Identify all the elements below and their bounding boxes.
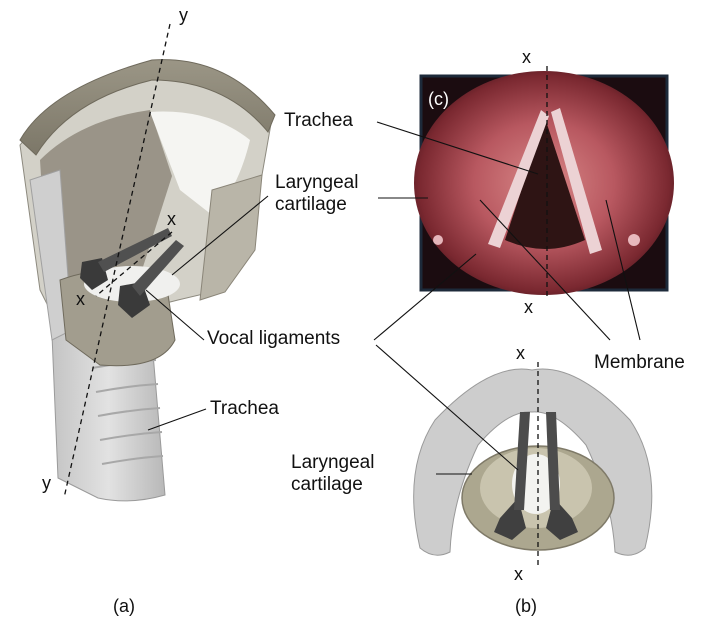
label-laryngeal-cartilage-a: Laryngeal cartilage xyxy=(275,172,358,216)
panel-b-model xyxy=(414,362,652,565)
panel-b-axis-x-bottom: x xyxy=(514,563,523,585)
panel-c-highlight-1 xyxy=(433,235,443,245)
panel-a-axis-x-bottom: x xyxy=(76,288,85,310)
panel-b-axis-x-top: x xyxy=(516,342,525,364)
caption-b: (b) xyxy=(515,595,537,617)
label-membrane: Membrane xyxy=(594,352,685,374)
panel-a-axis-x-top: x xyxy=(167,208,176,230)
panel-c-highlight-2 xyxy=(628,234,640,246)
caption-a: (a) xyxy=(113,595,135,617)
label-laryngeal-cartilage-a-line1: Laryngeal xyxy=(275,172,358,194)
panel-a-axis-y-bottom: y xyxy=(42,472,51,494)
panel-a-model xyxy=(20,24,275,501)
label-laryngeal-cartilage-b-line1: Laryngeal xyxy=(291,452,374,474)
panel-c-endoscope xyxy=(414,66,674,300)
panel-c-axis-x-top: x xyxy=(522,46,531,68)
panel-c-tag: (c) xyxy=(428,88,449,110)
label-vocal-ligaments: Vocal ligaments xyxy=(207,328,340,350)
label-trachea-c: Trachea xyxy=(284,110,353,132)
label-trachea-a: Trachea xyxy=(210,398,279,420)
label-laryngeal-cartilage-b: Laryngeal cartilage xyxy=(291,452,374,496)
label-laryngeal-cartilage-b-line2: cartilage xyxy=(291,474,374,496)
panel-a-axis-y-top: y xyxy=(179,4,188,26)
panel-c-axis-x-bottom: x xyxy=(524,296,533,318)
label-laryngeal-cartilage-a-line2: cartilage xyxy=(275,194,358,216)
